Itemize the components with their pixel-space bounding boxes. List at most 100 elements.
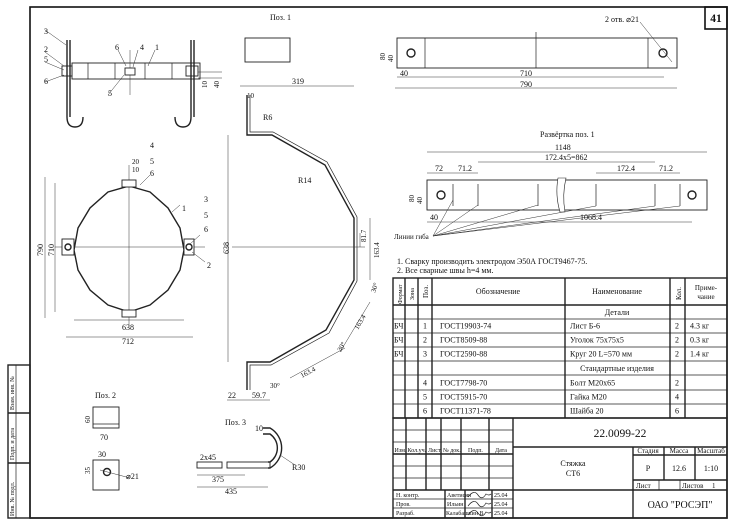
scale-label: Масштаб — [697, 447, 725, 455]
side-stamp: Взам. инв. № Подп. и дата Инв. № подл. — [7, 364, 31, 519]
dim: 40 — [430, 213, 438, 222]
callout: 3 — [44, 27, 48, 36]
sheets-label: Листов — [682, 482, 704, 490]
dim: 60 — [84, 416, 92, 424]
dim: R14 — [298, 176, 311, 185]
dim: 710 — [520, 69, 532, 78]
cell-name: Уголок 75x75x5 — [570, 336, 624, 345]
cell-designation: ГОСТ5915-70 — [440, 393, 487, 402]
dim: 71.2 — [659, 164, 673, 173]
spec-table: Формат Зона Поз. Обозначение Наименовани… — [392, 277, 728, 419]
cell-qty: 2 — [675, 350, 679, 359]
sheet-number: 41 — [710, 13, 722, 25]
role: Разраб. — [396, 510, 415, 517]
dim: 1148 — [555, 143, 571, 152]
product-name: Стяжка — [560, 459, 586, 468]
cell-name: Болт М20x65 — [570, 379, 615, 388]
date: 25.04 — [494, 511, 508, 517]
product-code: СТ6 — [566, 469, 580, 478]
dim: 22 — [228, 391, 236, 400]
callout: 2 — [44, 45, 48, 54]
callout: 6 — [150, 169, 154, 178]
mass-label: Масса — [670, 447, 690, 455]
pos2-view: Поз. 2 60 70 30 35 ⌀21 — [84, 391, 139, 491]
dim: 319 — [292, 77, 304, 86]
flat-bar-view: 2 отв. ⌀21 80 40 40 710 790 — [379, 15, 678, 89]
cell-format: БЧ — [394, 350, 403, 359]
bend-lines-label: Линии гиба — [394, 233, 430, 241]
dim: 72 — [435, 164, 443, 173]
dim: 40 — [400, 69, 408, 78]
callout: 4 — [140, 43, 144, 52]
cell-format: БЧ — [394, 322, 403, 331]
pos1-view: Поз. 1 319 10 R6 R14 638 81.7 163.4 30° … — [222, 13, 381, 401]
callout: 1 — [155, 43, 159, 52]
role: Н. контр. — [396, 493, 420, 499]
callout: 6 — [204, 225, 208, 234]
col-zone: Зона — [410, 288, 416, 300]
pos2-title: Поз. 2 — [95, 391, 116, 400]
cell-designation: ГОСТ8509-88 — [440, 336, 487, 345]
cell-pos: 6 — [423, 407, 427, 416]
cell-designation: ГОСТ11371-78 — [440, 407, 491, 416]
cell-note: 4.3 кг — [690, 322, 710, 331]
rev-header: Изм. — [395, 448, 407, 454]
cell-pos: 2 — [423, 336, 427, 345]
dim: R6 — [263, 113, 272, 122]
dim: 70 — [100, 433, 108, 442]
person: Аветисян — [447, 493, 472, 499]
dim: 790 — [520, 80, 532, 89]
dim: 30° — [369, 282, 380, 294]
dim: 80 — [408, 195, 416, 203]
dim: 20 — [132, 158, 140, 166]
cell-designation: ГОСТ2590-88 — [440, 350, 487, 359]
note-1: 1. Сварку производить электродом Э50А ГО… — [397, 257, 587, 266]
dim: 10 — [255, 424, 263, 433]
cell-qty: 6 — [675, 407, 679, 416]
dim: 30° — [336, 340, 348, 353]
sheet-label: Лист — [636, 482, 651, 490]
rev-header: № док. — [443, 448, 461, 454]
col-designation: Обозначение — [476, 287, 521, 296]
cell-qty: 2 — [675, 379, 679, 388]
dim: 790 — [36, 244, 45, 256]
dim: 35 — [84, 467, 92, 475]
dim: 375 — [212, 475, 224, 484]
assembly-view: 3 2 5 6 6 4 1 5 10 40 — [44, 27, 222, 128]
cell-note: 1.4 кг — [690, 350, 710, 359]
cell-qty: 4 — [675, 393, 679, 402]
dim: R30 — [292, 463, 305, 472]
cell-designation: ГОСТ7798-70 — [440, 379, 487, 388]
pos1-title: Поз. 1 — [270, 13, 291, 22]
cell-pos: 4 — [423, 379, 427, 388]
development-view: Развёртка поз. 1 1148 172.4x5=862 72 71.… — [394, 130, 708, 241]
cell-pos: 5 — [423, 393, 427, 402]
rev-header: Лист — [428, 448, 441, 454]
sheet-frame — [29, 6, 728, 519]
rev-header: Подп. — [468, 448, 483, 454]
callout: 5 — [150, 157, 154, 166]
dim: 10 — [132, 166, 140, 174]
rev-header: Дата — [495, 448, 507, 454]
sheet-number-box — [704, 6, 728, 30]
dim: 163.4 — [299, 365, 317, 380]
rev-header: Кол.уч. — [408, 448, 427, 454]
cell-format: БЧ — [394, 336, 403, 345]
cell-name: Шайба 20 — [570, 407, 604, 416]
development-title: Развёртка поз. 1 — [540, 130, 595, 139]
cell-pos: 1 — [423, 322, 427, 331]
dim: 80 — [379, 53, 387, 61]
dim: 163.4 — [353, 313, 368, 331]
dim: 40 — [416, 197, 424, 205]
dim: 638 — [222, 242, 231, 254]
organization: ОАО "РОСЭП" — [648, 500, 713, 511]
section-standard: Стандартные изделия — [580, 364, 654, 373]
dim: 30 — [98, 450, 106, 459]
callout: 4 — [150, 141, 154, 150]
person: Калабашкин В. — [446, 510, 485, 517]
stamp-sign-date: Подп. и дата — [10, 428, 16, 460]
stamp-inv-orig: Инв. № подл. — [10, 481, 16, 516]
